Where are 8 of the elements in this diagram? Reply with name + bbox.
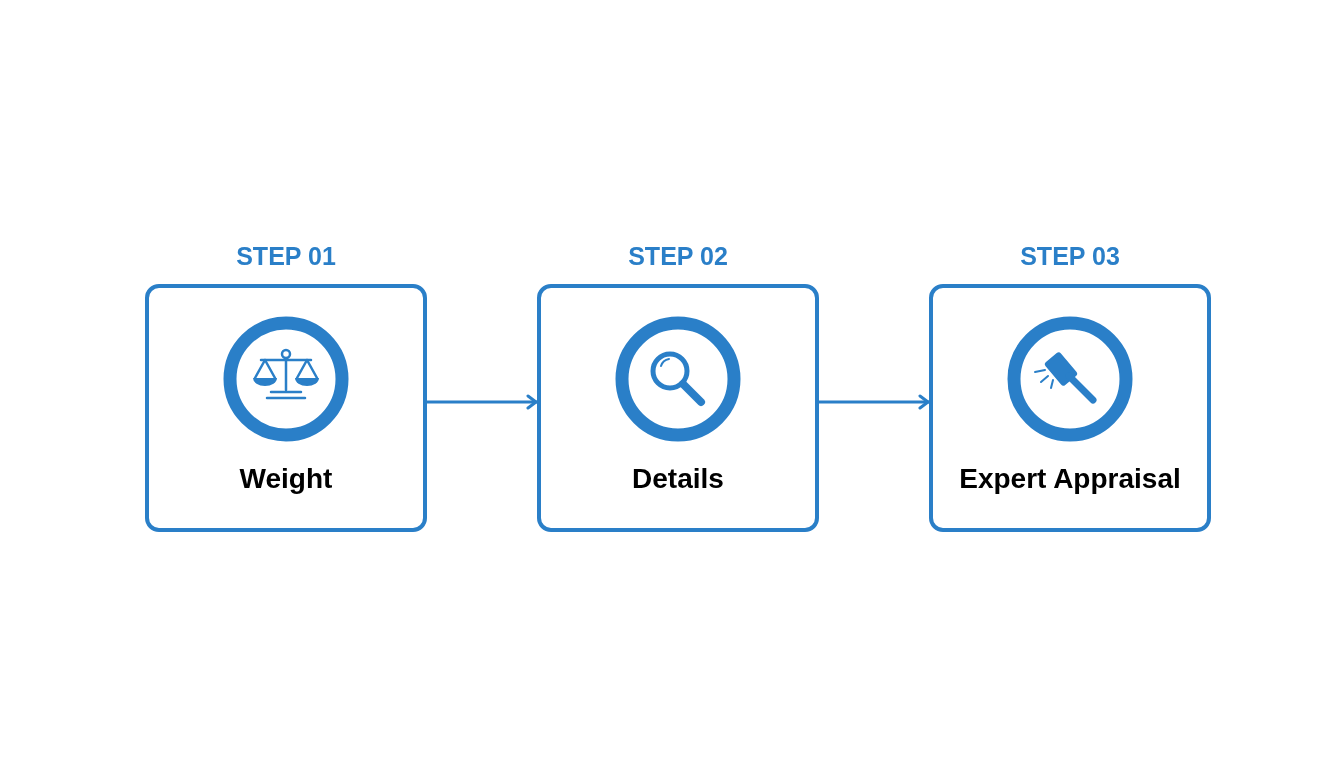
step-heading: STEP 01: [236, 241, 336, 272]
step-label: Weight: [239, 462, 333, 496]
arrow: [819, 394, 930, 410]
arrow: [427, 394, 538, 410]
step-heading: STEP 02: [628, 241, 728, 272]
step-label: Expert Appraisal: [959, 462, 1181, 496]
step-heading: STEP 03: [1020, 241, 1120, 272]
step-label: Details: [632, 462, 724, 496]
